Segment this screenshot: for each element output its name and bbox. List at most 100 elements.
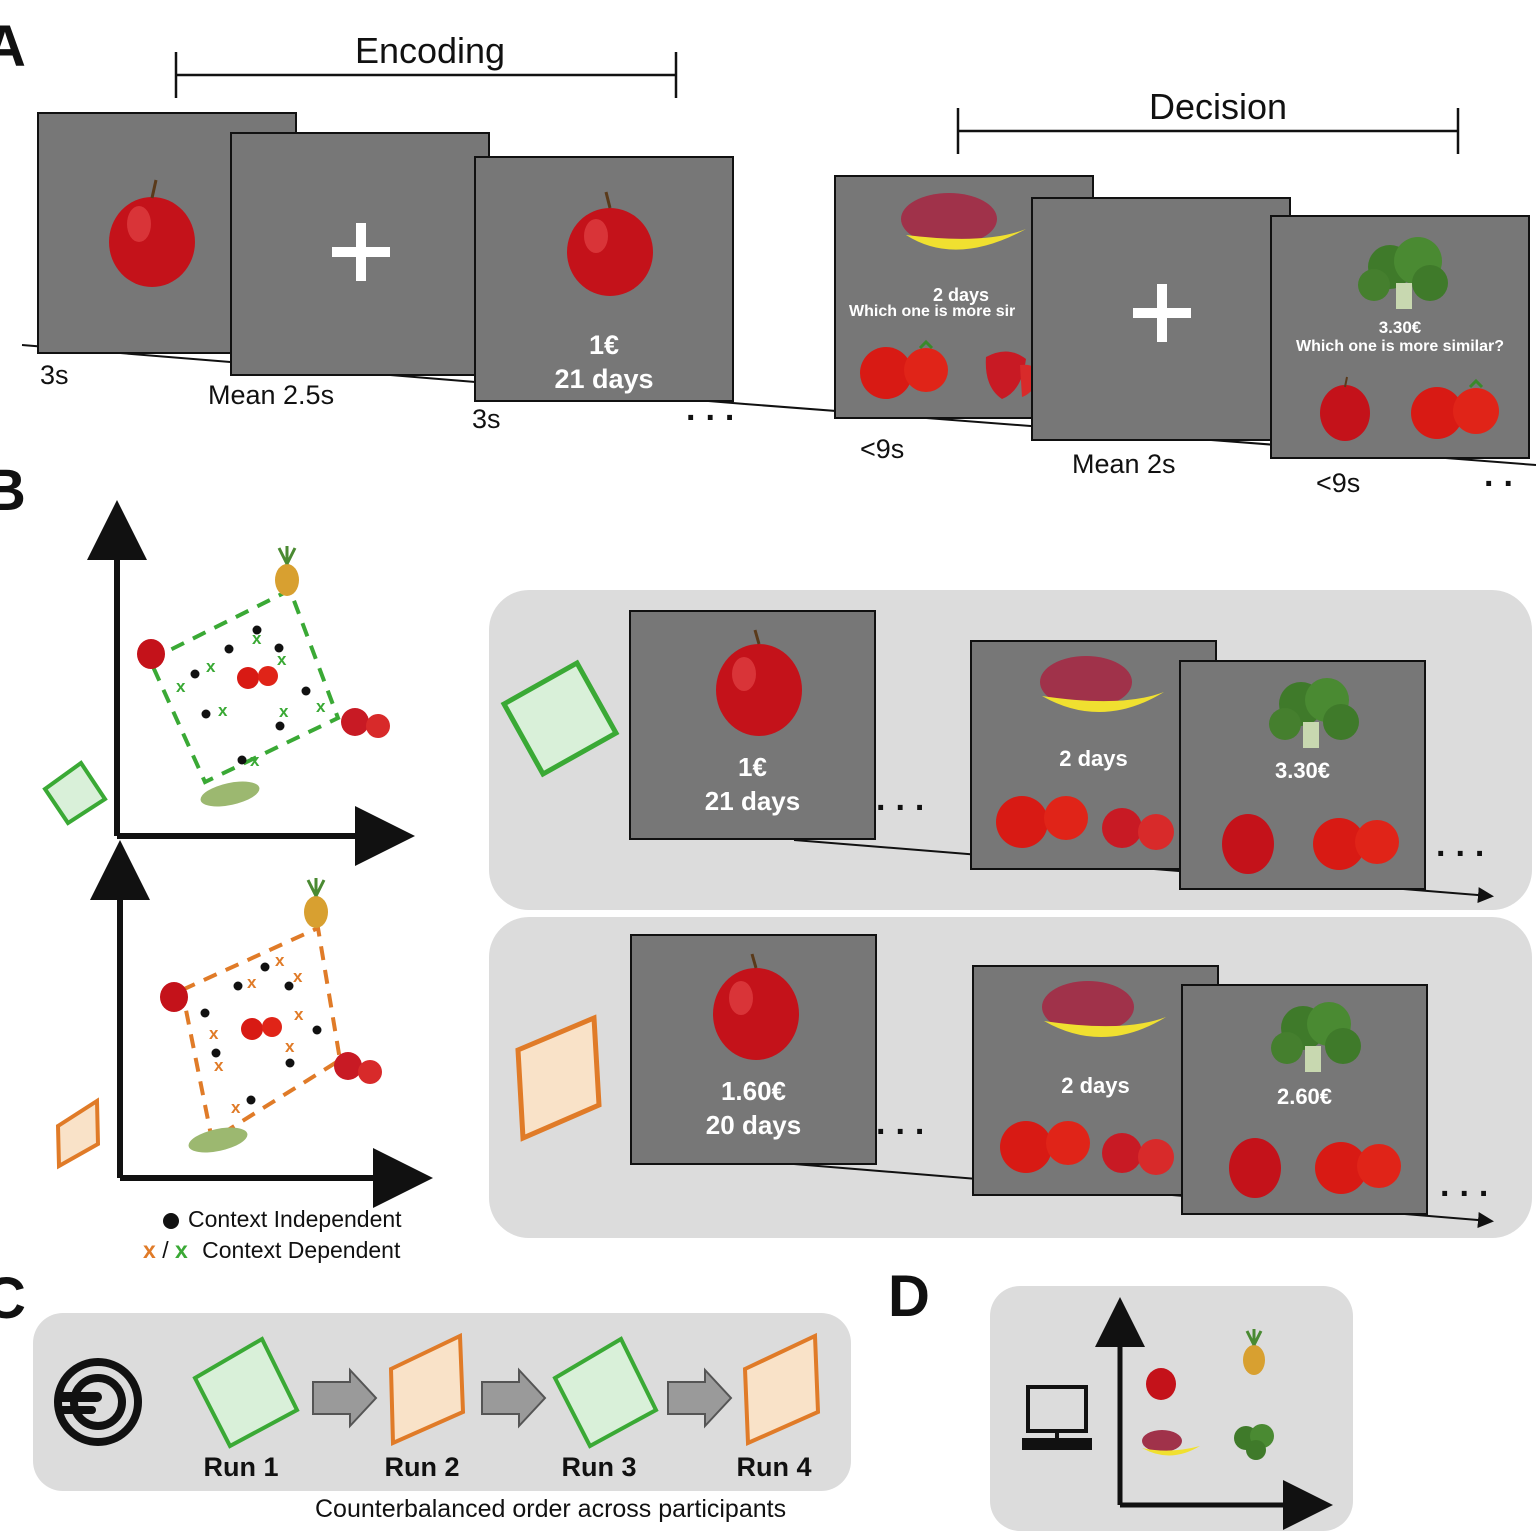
broccoli-icon (1269, 678, 1359, 748)
strawberry-icon (341, 708, 390, 738)
x-marker: x (218, 701, 228, 720)
ellipsis-a2: .. (1484, 456, 1523, 494)
context-independent-dots-green (190, 625, 311, 765)
x-marker: x (279, 702, 289, 721)
decision-1-attribute: 2 days (932, 285, 990, 305)
decision-screen-2: 3.30€ Which one is more similar? (1270, 215, 1530, 459)
x-marker: x (247, 973, 257, 992)
apple-icon (1320, 376, 1370, 441)
apple-icon (160, 982, 188, 1012)
mango-icon (1142, 1430, 1200, 1456)
tomato-icon (1000, 1121, 1090, 1173)
strawberry-icon (1102, 1133, 1174, 1175)
strawberry-icon (334, 1052, 382, 1084)
ellipsis-b4: ... (1440, 1166, 1499, 1204)
legend-context-independent: Context Independent (188, 1206, 402, 1232)
orange-context-icon (515, 1014, 602, 1142)
green-context-map (147, 587, 341, 785)
x-marker: x (294, 1005, 304, 1024)
green-context-icon (42, 760, 108, 826)
panel-label-d: D (888, 1264, 930, 1329)
zucchini-icon (200, 781, 260, 807)
tomato-icon (241, 1017, 282, 1040)
strawberry-icon (1102, 808, 1174, 850)
timing-decision-1: <9s (860, 434, 905, 464)
apple-icon (1229, 1138, 1281, 1198)
green-encoding-screen: 1€ 21 days (629, 610, 876, 840)
timing-attributes: 3s (472, 404, 501, 434)
orange-decision-2-attribute: 2.60€ (1276, 1084, 1333, 1109)
zucchini-icon (188, 1127, 248, 1153)
x-marker: x (214, 1056, 224, 1075)
timing-fixation: Mean 2.5s (208, 380, 335, 410)
panel-label-a: A (0, 14, 26, 79)
broccoli-icon (1234, 1424, 1274, 1460)
orange-decision-screen-1: 2 days (972, 965, 1219, 1196)
tomato-icon (237, 666, 278, 689)
x-marker: x (293, 967, 303, 986)
x-marker: x (285, 1037, 295, 1056)
context-independent-dots-orange (200, 962, 322, 1105)
fixation-cross-icon (1133, 284, 1191, 342)
orange-decision-1-attribute: 2 days (1061, 1073, 1130, 1098)
apple-icon (137, 639, 165, 669)
legend-dot (163, 1213, 179, 1229)
x-marker: x (206, 657, 216, 676)
encoding-screen-attributes: 1€ 21 days (474, 156, 734, 402)
green-decision-screen-1: 2 days (970, 640, 1217, 870)
broccoli-icon (1271, 1002, 1361, 1072)
map-axes (1095, 1297, 1333, 1530)
orange-days: 20 days (705, 1110, 802, 1140)
mango-icon (1042, 981, 1166, 1038)
orange-context-icon (55, 1097, 101, 1170)
apple-icon (567, 191, 653, 296)
computer-icon (1022, 1385, 1092, 1450)
orange-decision-screen-2: 2.60€ (1181, 984, 1428, 1215)
x-marker: x (252, 629, 262, 648)
counterbalanced-caption: Counterbalanced order across participant… (315, 1495, 787, 1523)
legend-x-orange: x (143, 1237, 156, 1263)
broccoli-icon (1358, 237, 1448, 309)
decision-bracket (956, 108, 1460, 154)
green-decision-screen-2: 3.30€ (1179, 660, 1426, 890)
orange-encoding-screen: 1.60€ 20 days (630, 934, 877, 1165)
map-axes-orange (90, 840, 433, 1208)
green-decision-2-attribute: 3.30€ (1274, 758, 1331, 783)
run-4-context-icon (742, 1332, 821, 1447)
pineapple-icon (1243, 1329, 1265, 1375)
tomato-icon (1313, 818, 1399, 870)
decision-label: Decision (1148, 86, 1288, 127)
fixation-screen (230, 132, 490, 376)
x-marker: x (250, 751, 260, 770)
x-marker: x (316, 697, 326, 716)
legend-context-dependent-label: Context Dependent (202, 1237, 401, 1263)
orange-context-map (179, 925, 343, 1144)
apple-icon (109, 179, 195, 287)
orange-price: 1.60€ (720, 1076, 787, 1106)
ellipsis-b3: ... (876, 1104, 935, 1142)
arrow-icon (312, 1367, 378, 1429)
legend-context-dependent: x / x Context Dependent (143, 1237, 400, 1264)
tomato-icon (996, 796, 1088, 848)
green-days: 21 days (704, 786, 801, 816)
x-marker: x (176, 677, 186, 696)
apple-icon (713, 953, 799, 1060)
decision-2-question: Which one is more similar? (1295, 338, 1505, 355)
x-marker: x (277, 650, 287, 669)
mango-icon (901, 193, 1026, 250)
ellipsis-b2: ... (1436, 826, 1495, 864)
timing-stimulus: 3s (40, 360, 69, 390)
green-price: 1€ (738, 752, 767, 782)
panel-label-c: C (0, 1266, 26, 1331)
encoding-bracket (174, 52, 678, 98)
apple-icon (716, 629, 802, 736)
run-2-label: Run 2 (384, 1452, 460, 1482)
run-1-label: Run 1 (203, 1452, 279, 1482)
pineapple-icon (275, 546, 299, 596)
run-2-context-icon (388, 1332, 466, 1447)
encoding-days: 21 days (554, 364, 654, 394)
panel-label-b: B (0, 458, 26, 523)
